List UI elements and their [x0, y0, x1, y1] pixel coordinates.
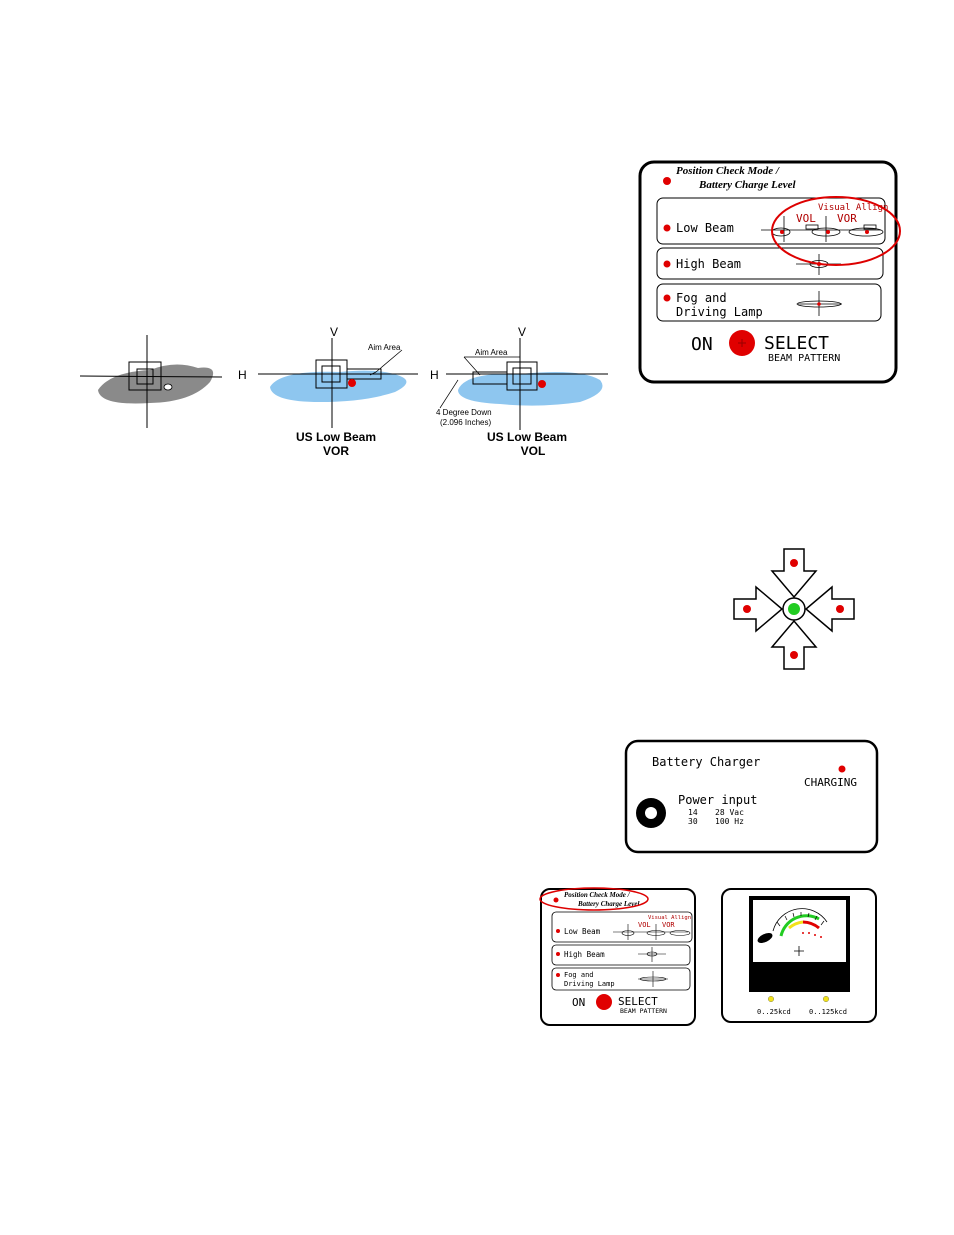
power-row2-b: 100 Hz	[715, 817, 744, 826]
small-high-beam-label: High Beam	[564, 950, 605, 959]
meter-logo	[757, 933, 773, 943]
small-on-label: ON	[572, 996, 585, 1009]
panel-title-1: Position Check Mode /	[676, 165, 780, 177]
panel-title-2: Battery Charge Level	[698, 179, 796, 191]
fog-lamp-indicator	[663, 294, 671, 302]
small-low-beam-row[interactable]	[551, 911, 693, 943]
low-beam-indicator	[663, 224, 671, 232]
high-range-label: 0..125kcd	[809, 1008, 847, 1016]
high-beam-label: High Beam	[676, 257, 741, 271]
small-fog-label-2: Driving Lamp	[564, 980, 615, 988]
center-indicator	[788, 603, 800, 615]
bottom-indicator	[790, 651, 798, 659]
left-indicator	[743, 605, 751, 613]
degree-down-label-2: (2.096 Inches)	[440, 418, 491, 427]
visual-align-highlight	[771, 196, 901, 266]
power-input-label: Power input	[678, 793, 757, 807]
vor-beam-pattern: V H Aim Area US Low Beam VOR	[232, 315, 622, 463]
vol-label: VOL	[796, 212, 816, 225]
small-position-indicator	[553, 897, 559, 903]
small-fog-row[interactable]	[551, 967, 691, 991]
position-check-panel-small: Position Check Mode / Battery Charge Lev…	[539, 887, 696, 1026]
charging-label: CHARGING	[804, 776, 857, 789]
visual-align-label: Visual Allign	[818, 203, 888, 213]
beam-pattern-diagram: V H Aim Area US Low Beam VOR V H Aim Are…	[80, 315, 622, 463]
arrow-up-icon	[770, 619, 818, 670]
h-axis-label-1: H	[238, 368, 247, 382]
select-label: SELECT	[764, 333, 829, 354]
power-row2-a: 30	[688, 817, 698, 826]
position-check-indicator	[663, 177, 671, 185]
low-range-label: 0..25kcd	[757, 1008, 791, 1016]
small-low-beam-label: Low Beam	[564, 927, 601, 936]
power-row1-a: 14	[688, 808, 698, 817]
top-indicator	[790, 559, 798, 567]
small-beam-pattern-label: BEAM PATTERN	[620, 1007, 667, 1015]
low-beam-symbol	[761, 216, 884, 242]
aim-area-label-2: Aim Area	[475, 348, 508, 357]
high-beam-row[interactable]	[656, 247, 884, 280]
vol-beam-pattern: V H Aim Area 4 Degree Down (2.096 Inches…	[430, 325, 608, 458]
charging-indicator	[838, 765, 846, 773]
charger-title: Battery Charger	[652, 755, 760, 769]
vor-label: VOR	[837, 212, 857, 225]
vor-caption-2: VOR	[323, 444, 349, 458]
arrow-left-icon	[804, 585, 855, 633]
beam-pattern-label: BEAM PATTERN	[768, 353, 840, 364]
small-title-1: Position Check Mode /	[564, 891, 631, 899]
gray-beam-pattern	[80, 335, 223, 428]
v-axis-label-2: V	[518, 325, 526, 339]
vol-caption-1: US Low Beam	[487, 430, 567, 444]
small-title-highlight	[539, 887, 649, 911]
vol-caption-2: VOL	[521, 444, 546, 458]
small-vor-label: VOR	[662, 921, 675, 929]
on-label: ON	[691, 334, 713, 355]
small-select-label: SELECT	[618, 995, 658, 1008]
small-fog-label-1: Fog and	[564, 971, 594, 979]
high-beam-indicator	[663, 260, 671, 268]
power-row1-b: 28 Vac	[715, 808, 744, 817]
arrow-right-icon	[733, 585, 784, 633]
v-axis-label-1: V	[330, 325, 338, 339]
small-select-button[interactable]	[596, 994, 612, 1010]
small-title-2: Battery Charge Level	[577, 900, 639, 908]
fog-lamp-row[interactable]	[656, 283, 882, 322]
small-high-beam-row[interactable]	[551, 944, 691, 966]
vor-caption-1: US Low Beam	[296, 430, 376, 444]
degree-down-label-1: 4 Degree Down	[436, 408, 492, 417]
small-vol-label: VOL	[638, 921, 651, 929]
low-beam-label: Low Beam	[676, 221, 734, 235]
battery-charger-panel: Battery Charger CHARGING Power input 14 …	[624, 739, 879, 854]
aim-area-label-1: Aim Area	[368, 343, 401, 352]
fog-label-1: Fog and	[676, 291, 727, 305]
small-visual-align: Visual Allign	[648, 915, 691, 921]
h-axis-label-2: H	[430, 368, 439, 382]
light-meter-panel: 0..25kcd 0..125kcd	[721, 888, 877, 1023]
fog-label-2: Driving Lamp	[676, 305, 763, 319]
meter-face	[753, 900, 846, 962]
right-indicator	[836, 605, 844, 613]
position-check-panel: Position Check Mode / Battery Charge Lev…	[638, 160, 901, 384]
high-range-indicator	[822, 995, 830, 1003]
direction-arrows	[733, 548, 855, 670]
low-range-indicator	[767, 995, 775, 1003]
arrow-down-icon	[770, 548, 818, 599]
